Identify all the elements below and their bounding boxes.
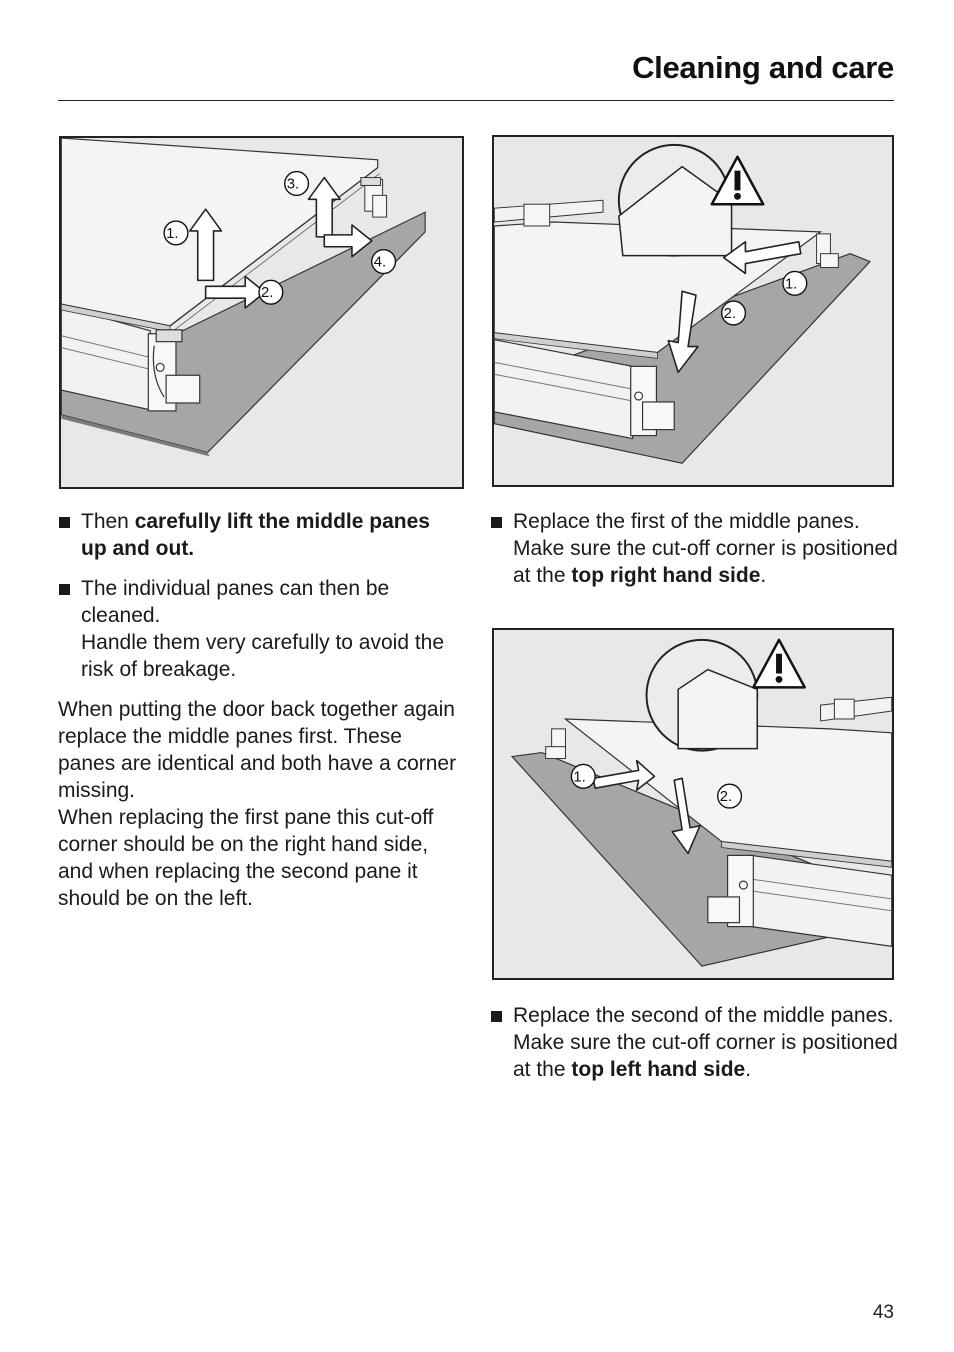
page-number: 43 <box>872 1302 894 1323</box>
reassembly-paragraph: When putting the door back together agai… <box>58 698 457 910</box>
bullet-replace-first-pane: Replace the first of the middle panes. M… <box>490 508 900 589</box>
bullet-lift-panes: Then carefully lift the middle panes up … <box>58 508 458 562</box>
callout-2: 2. <box>724 306 736 322</box>
callout-2: 2. <box>261 285 273 301</box>
illustration-replace-second-pane: 1. 2. <box>492 628 894 980</box>
bullet-marker <box>491 1011 502 1022</box>
callout-4: 4. <box>374 255 386 271</box>
callout-1: 1. <box>785 276 797 292</box>
callout-3: 3. <box>287 176 299 192</box>
left-column: Then carefully lift the middle panes up … <box>58 508 458 912</box>
clip-left <box>147 329 201 412</box>
callout-1: 1. <box>573 769 585 785</box>
callout-1: 1. <box>166 226 178 242</box>
bullet-clean-panes: The individual panes can then be cleaned… <box>58 575 458 683</box>
bullet-marker <box>491 517 502 528</box>
clip-right <box>360 177 388 218</box>
right-column-bottom: Replace the second of the middle panes. … <box>490 1002 900 1096</box>
bullet-replace-second-pane: Replace the second of the middle panes. … <box>490 1002 900 1083</box>
right-column-top: Replace the first of the middle panes. M… <box>490 508 900 602</box>
illustration-replace-first-pane: 1. 2. <box>492 135 894 487</box>
page-title: Cleaning and care <box>632 50 894 85</box>
bullet-marker <box>59 584 70 595</box>
bullet-marker <box>59 517 70 528</box>
header-divider <box>58 100 894 101</box>
illustration-remove-panes: 1. 2. 3. 4. <box>59 136 464 489</box>
callout-2: 2. <box>720 789 732 805</box>
